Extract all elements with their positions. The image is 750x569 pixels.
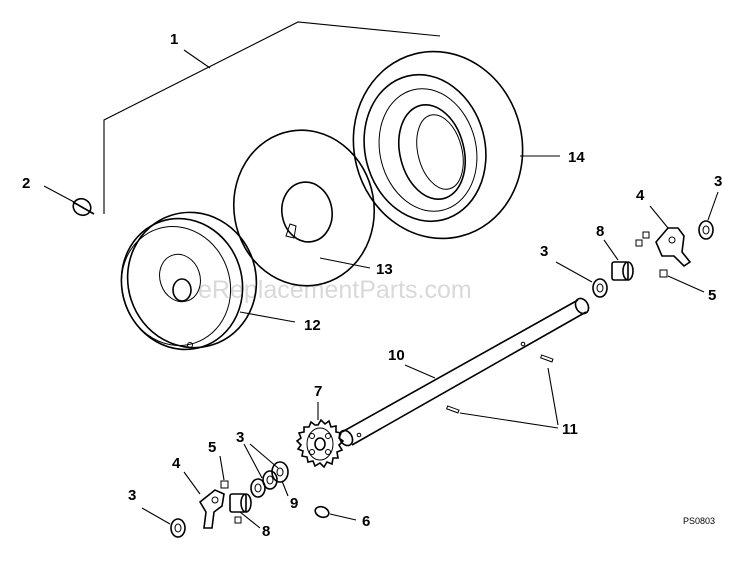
callout-4: 4 — [636, 187, 645, 204]
callout-1: 1 — [170, 31, 178, 48]
part-11-component — [446, 354, 559, 429]
part-14-tire — [352, 50, 560, 240]
watermark: eReplacementParts.com — [198, 276, 472, 304]
part-3-component-upper-right — [698, 191, 719, 240]
drawing-code: PS0803 — [683, 516, 715, 526]
callout-5: 5 — [708, 287, 716, 304]
part-4-component-lower — [183, 471, 225, 529]
assembly-bracket — [103, 21, 441, 214]
callout-3: 3 — [540, 243, 548, 260]
callout-12: 12 — [304, 317, 321, 334]
callout-4: 4 — [172, 455, 181, 472]
callout-7: 7 — [314, 383, 322, 400]
callout-8: 8 — [596, 223, 604, 240]
part-6-component — [314, 505, 357, 521]
part-5-component-upper — [635, 231, 705, 293]
part-8-component-upper — [603, 239, 634, 281]
part-3-component-upper-mid — [555, 261, 608, 298]
callout-14: 14 — [568, 149, 585, 166]
part-2-component — [43, 185, 95, 217]
part-5-component-lower — [219, 455, 242, 524]
callout-9: 9 — [290, 495, 298, 512]
part-3-component-lower — [243, 443, 279, 498]
callout-3: 3 — [128, 487, 136, 504]
part-12-wheel-rim — [120, 211, 296, 351]
part-3-component-left — [141, 507, 186, 538]
part-7-gear — [295, 402, 345, 469]
callout-3: 3 — [236, 429, 244, 446]
callout-10: 10 — [388, 347, 405, 364]
part-9-component — [271, 461, 289, 497]
part-13-inner-tube — [232, 129, 376, 287]
callout-3: 3 — [714, 173, 722, 190]
callout-6: 6 — [362, 513, 370, 530]
callout-13: 13 — [376, 261, 393, 278]
callout-5: 5 — [208, 439, 216, 456]
callout-11: 11 — [562, 421, 578, 438]
callout-8: 8 — [262, 523, 270, 540]
part-4-component-upper — [649, 205, 692, 268]
part-10-axle — [338, 297, 590, 447]
part-8-component-lower — [229, 493, 261, 529]
callout-2: 2 — [22, 175, 30, 192]
